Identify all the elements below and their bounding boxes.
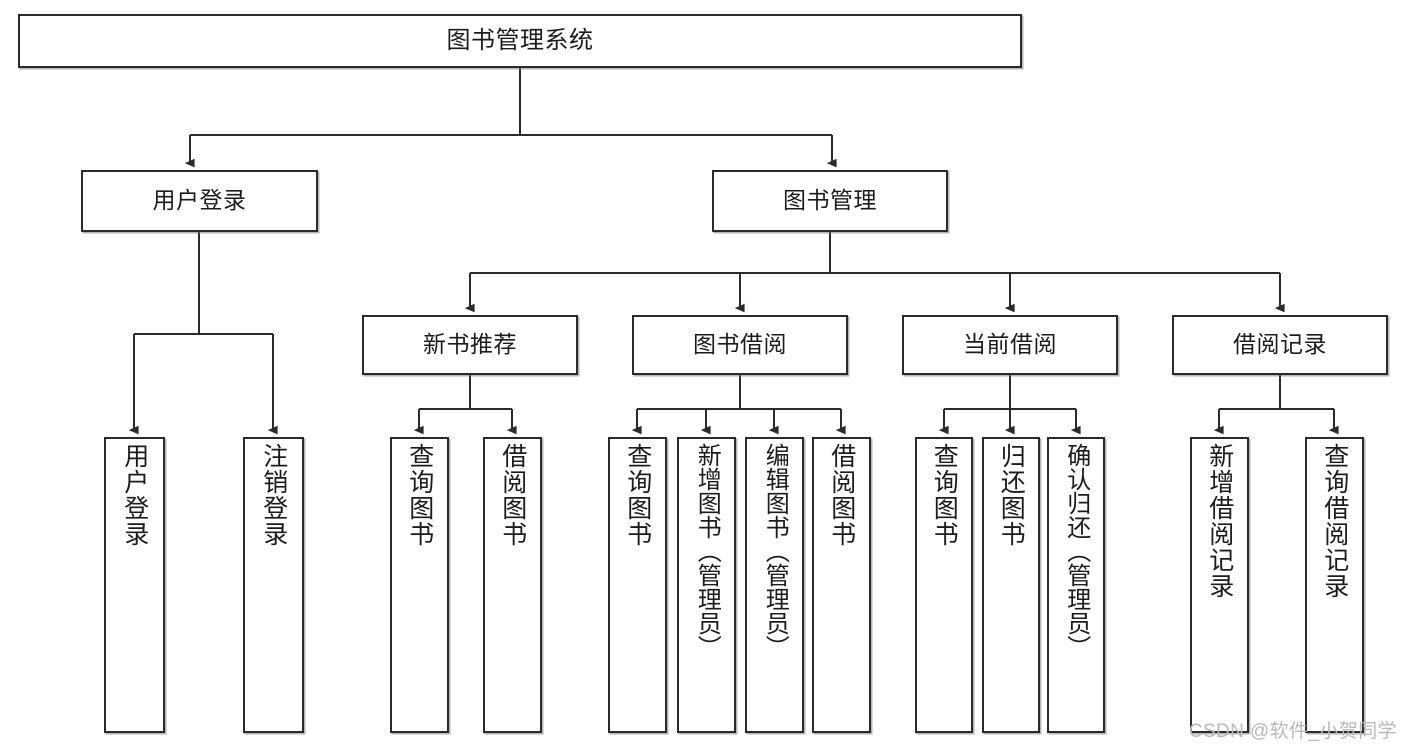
leaf-user-login[interactable]: 用户登录 (104, 437, 165, 733)
leaf-query-book-new[interactable]: 查询图书 (390, 437, 449, 733)
node-label: 编辑图书（管理员） (761, 443, 789, 659)
node-label: 图书管理系统 (446, 26, 594, 54)
node-label: 新书推荐 (423, 331, 517, 358)
leaf-borrow-book-new[interactable]: 借阅图书 (483, 437, 542, 733)
node-new-book-recommend[interactable]: 新书推荐 (362, 315, 578, 375)
leaf-return-book[interactable]: 归还图书 (982, 437, 1040, 733)
node-current-borrow[interactable]: 当前借阅 (902, 315, 1118, 375)
leaf-confirm-return-admin[interactable]: 确认归还（管理员） (1047, 437, 1105, 733)
leaf-query-borrow-record[interactable]: 查询借阅记录 (1305, 437, 1364, 733)
node-root-system[interactable]: 图书管理系统 (18, 14, 1022, 68)
leaf-query-book-borrow[interactable]: 查询图书 (608, 437, 667, 733)
node-label: 新增图书（管理员） (693, 443, 721, 659)
node-label: 借阅记录 (1233, 331, 1327, 358)
node-user-login[interactable]: 用户登录 (81, 170, 318, 232)
node-book-borrow[interactable]: 图书借阅 (632, 315, 848, 375)
node-label: 查询图书 (930, 443, 959, 547)
node-book-management[interactable]: 图书管理 (712, 170, 948, 232)
leaf-add-borrow-record[interactable]: 新增借阅记录 (1190, 437, 1249, 733)
node-borrow-record[interactable]: 借阅记录 (1172, 315, 1388, 375)
node-label: 新增借阅记录 (1205, 443, 1234, 599)
node-label: 查询图书 (623, 443, 652, 547)
node-label: 查询图书 (405, 443, 434, 547)
node-label: 图书管理 (783, 187, 877, 214)
leaf-borrow-book[interactable]: 借阅图书 (812, 437, 871, 733)
leaf-edit-book-admin[interactable]: 编辑图书（管理员） (745, 437, 804, 733)
node-label: 用户登录 (152, 187, 247, 214)
node-label: 查询借阅记录 (1320, 443, 1349, 599)
node-label: 归还图书 (997, 443, 1026, 547)
leaf-add-book-admin[interactable]: 新增图书（管理员） (677, 437, 736, 733)
node-label: 确认归还（管理员） (1062, 443, 1090, 659)
node-label: 借阅图书 (498, 443, 527, 547)
node-label: 当前借阅 (963, 331, 1057, 358)
leaf-query-book-current[interactable]: 查询图书 (915, 437, 973, 733)
node-label: 图书借阅 (693, 331, 787, 358)
leaf-logout-login[interactable]: 注销登录 (243, 437, 304, 733)
node-label: 用户登录 (120, 443, 149, 547)
node-label: 借阅图书 (827, 443, 856, 547)
node-label: 注销登录 (259, 443, 288, 547)
